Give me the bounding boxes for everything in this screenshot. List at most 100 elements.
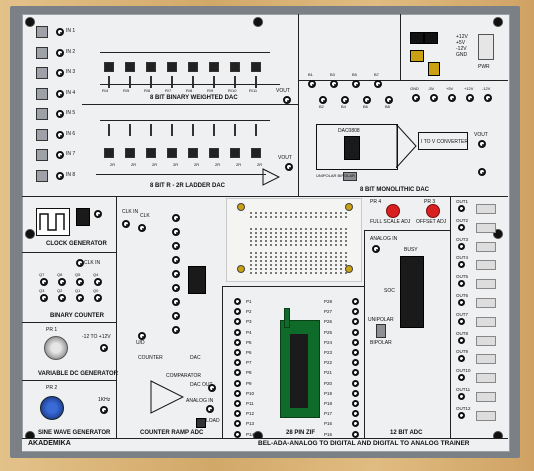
input-jack[interactable]	[56, 48, 64, 57]
power-jack[interactable]	[430, 94, 438, 102]
adc-out-jack[interactable]	[458, 411, 465, 419]
zif-pin-jack[interactable]	[352, 328, 359, 336]
zif-pin-jack[interactable]	[352, 308, 359, 316]
zif-pin-jack[interactable]	[352, 338, 359, 346]
input-jack[interactable]	[56, 110, 64, 118]
zif-pin-jack[interactable]	[234, 308, 241, 316]
counter-clk-jack[interactable]	[138, 224, 146, 232]
mono-vout-jack[interactable]	[478, 140, 486, 148]
sine-out-jack[interactable]	[100, 406, 108, 414]
q-output-jack[interactable]	[40, 278, 48, 286]
pr2-potentiometer-knob[interactable]	[40, 396, 64, 420]
zif-pin-jack[interactable]	[234, 328, 241, 336]
b-input-jack[interactable]	[352, 80, 360, 88]
adc-out-jack[interactable]	[458, 299, 465, 306]
power-jack[interactable]	[448, 94, 456, 102]
adc-out-jack[interactable]	[458, 355, 465, 363]
adc-out-jack[interactable]	[458, 280, 465, 288]
input-toggle-switch[interactable]	[36, 26, 48, 38]
ladder-bit-switch[interactable]	[167, 148, 177, 158]
adc-out-jack[interactable]	[458, 336, 465, 344]
mono-ground-jack[interactable]	[478, 168, 486, 176]
q-output-jack[interactable]	[76, 278, 84, 286]
adc-out-jack[interactable]	[458, 374, 465, 382]
ramp-bit-jack[interactable]	[172, 242, 180, 250]
ladder-bit-switch[interactable]	[146, 148, 156, 158]
zif-pin-jack[interactable]	[234, 379, 241, 387]
zif-pin-jack[interactable]	[352, 318, 359, 326]
power-jack[interactable]	[484, 94, 492, 102]
input-toggle-switch[interactable]	[36, 169, 48, 182]
ramp-bit-jack[interactable]	[172, 270, 180, 278]
zif-pin-jack[interactable]	[352, 298, 359, 305]
input-jack[interactable]	[56, 130, 64, 139]
input-jack[interactable]	[56, 151, 64, 159]
b-input-jack[interactable]	[385, 96, 393, 104]
weighted-bit-switch[interactable]	[167, 62, 177, 72]
ramp-bit-jack[interactable]	[172, 312, 180, 320]
weighted-bit-switch[interactable]	[209, 62, 219, 72]
ramp-analog-in-jack[interactable]	[206, 405, 214, 413]
zif-pin-jack[interactable]	[352, 379, 359, 387]
ladder-bit-switch[interactable]	[104, 148, 114, 158]
clock-out-jack[interactable]	[94, 210, 102, 218]
ramp-bit-jack[interactable]	[172, 326, 180, 334]
zif-pin-jack[interactable]	[234, 338, 241, 346]
zif-pin-jack[interactable]	[234, 410, 241, 418]
pr1-potentiometer-knob[interactable]	[44, 336, 68, 360]
adc-analog-in-jack[interactable]	[372, 245, 380, 253]
zif-pin-jack[interactable]	[352, 400, 359, 407]
zif-pin-jack[interactable]	[352, 359, 359, 367]
zif-pin-jack[interactable]	[234, 369, 241, 377]
clk-in-jack[interactable]	[122, 220, 130, 228]
weighted-bit-switch[interactable]	[104, 62, 114, 72]
zif-lever[interactable]	[284, 308, 290, 328]
dc-out-jack[interactable]	[100, 344, 108, 352]
q-output-jack[interactable]	[58, 278, 66, 286]
zif-pin-jack[interactable]	[234, 430, 241, 438]
zif-pin-jack[interactable]	[234, 400, 241, 407]
adc-out-jack[interactable]	[458, 317, 465, 325]
input-toggle-switch[interactable]	[36, 128, 48, 141]
input-jack[interactable]	[56, 89, 64, 98]
q-output-jack[interactable]	[94, 278, 102, 286]
q-output-jack[interactable]	[94, 294, 102, 302]
input-toggle-switch[interactable]	[36, 149, 48, 161]
zif-pin-jack[interactable]	[352, 389, 359, 397]
zif-pin-jack[interactable]	[352, 430, 359, 438]
b-input-jack[interactable]	[363, 96, 371, 104]
adc-out-jack[interactable]	[458, 205, 465, 212]
input-toggle-switch[interactable]	[36, 108, 48, 120]
weighted-bit-switch[interactable]	[230, 62, 240, 72]
zif-pin-jack[interactable]	[234, 349, 241, 356]
q-output-jack[interactable]	[58, 294, 66, 302]
ladder-bit-switch[interactable]	[125, 148, 135, 158]
zif-pin-jack[interactable]	[352, 349, 359, 356]
power-jack[interactable]	[412, 94, 420, 102]
zif-pin-jack[interactable]	[352, 369, 359, 377]
q-output-jack[interactable]	[76, 294, 84, 302]
breadboard[interactable]	[226, 198, 362, 282]
power-jack[interactable]	[466, 94, 474, 102]
unipolar-bipolar-switch[interactable]	[343, 172, 357, 181]
weighted-bit-switch[interactable]	[251, 62, 261, 72]
zif-pin-jack[interactable]	[234, 389, 241, 397]
zif-pin-jack[interactable]	[234, 318, 241, 326]
input-jack[interactable]	[56, 69, 64, 77]
q-output-jack[interactable]	[40, 294, 48, 302]
input-toggle-switch[interactable]	[36, 46, 48, 59]
adc-out-jack[interactable]	[458, 223, 465, 231]
load-button[interactable]	[196, 418, 206, 428]
ramp-bit-jack[interactable]	[172, 256, 180, 264]
adc-out-jack[interactable]	[458, 261, 465, 269]
ladder-bit-switch[interactable]	[188, 148, 198, 158]
ladder-bit-switch[interactable]	[230, 148, 240, 158]
zif-pin-jack[interactable]	[234, 298, 241, 305]
ramp-bit-jack[interactable]	[172, 284, 180, 292]
b-input-jack[interactable]	[341, 96, 349, 104]
adc-polarity-switch[interactable]	[376, 324, 386, 338]
ladder-vout-jack[interactable]	[285, 163, 293, 171]
input-jack[interactable]	[56, 171, 64, 180]
zif-pin-jack[interactable]	[234, 359, 241, 367]
weighted-bit-switch[interactable]	[188, 62, 198, 72]
